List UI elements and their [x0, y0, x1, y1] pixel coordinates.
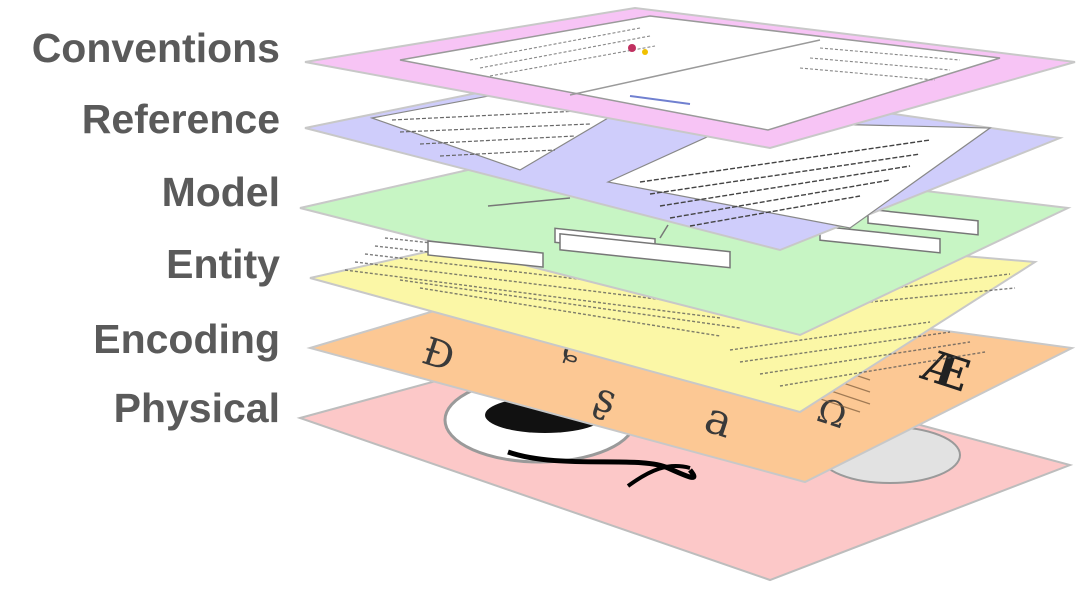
layer-label-conventions: Conventions	[32, 25, 280, 71]
layer-label-reference: Reference	[82, 96, 280, 142]
layer-label-model: Model	[162, 169, 280, 215]
layer-label-entity: Entity	[166, 241, 280, 287]
layer-label-physical: Physical	[114, 385, 280, 431]
layer-label-encoding: Encoding	[93, 316, 280, 362]
